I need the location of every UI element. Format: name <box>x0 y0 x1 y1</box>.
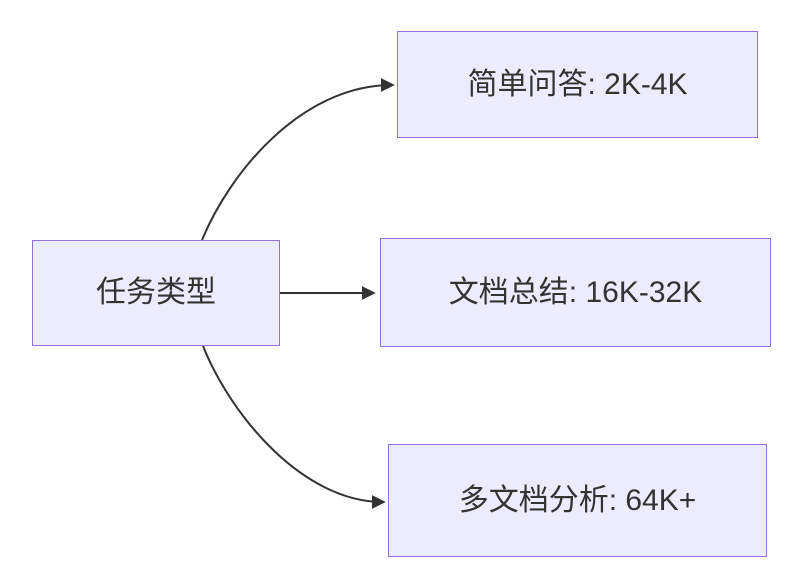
node-simple-qa-label: 简单问答: 2K-4K <box>467 67 688 101</box>
node-doc-summary: 文档总结: 16K-32K <box>380 238 771 347</box>
node-multidoc-analysis: 多文档分析: 64K+ <box>388 444 767 557</box>
edge-task-type-to-simple-qa <box>201 78 395 241</box>
edge-task-type-to-multidoc-analysis <box>202 345 386 509</box>
node-simple-qa: 简单问答: 2K-4K <box>397 31 758 138</box>
node-doc-summary-label: 文档总结: 16K-32K <box>448 275 703 309</box>
node-task-type: 任务类型 <box>32 240 280 346</box>
node-task-type-label: 任务类型 <box>96 276 216 309</box>
node-multidoc-analysis-label: 多文档分析: 64K+ <box>458 483 697 517</box>
